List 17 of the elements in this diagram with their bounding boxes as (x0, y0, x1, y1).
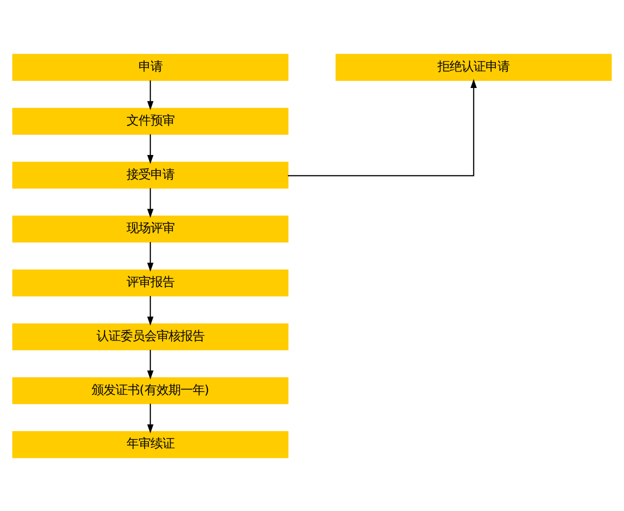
node-box: 接受申请 (12, 161, 288, 188)
node-box: 评审报告 (12, 268, 288, 296)
arrow (147, 349, 154, 379)
arrow (147, 242, 154, 272)
node-box: 拒绝认证申请 (336, 53, 612, 80)
node-box: 申请 (12, 53, 288, 80)
arrow (147, 188, 154, 218)
node-box: 认证委员会审核报告 (12, 322, 288, 350)
node-box: 颁发证书(有效期一年) (12, 376, 288, 404)
arrow (147, 80, 154, 110)
node-box: 年审续证 (12, 430, 288, 458)
arrow (288, 78, 477, 176)
node-box: 文件预审 (12, 107, 288, 134)
arrow (147, 296, 154, 326)
node-box: 现场评审 (12, 215, 288, 242)
arrow (147, 134, 154, 164)
arrow (147, 403, 154, 433)
